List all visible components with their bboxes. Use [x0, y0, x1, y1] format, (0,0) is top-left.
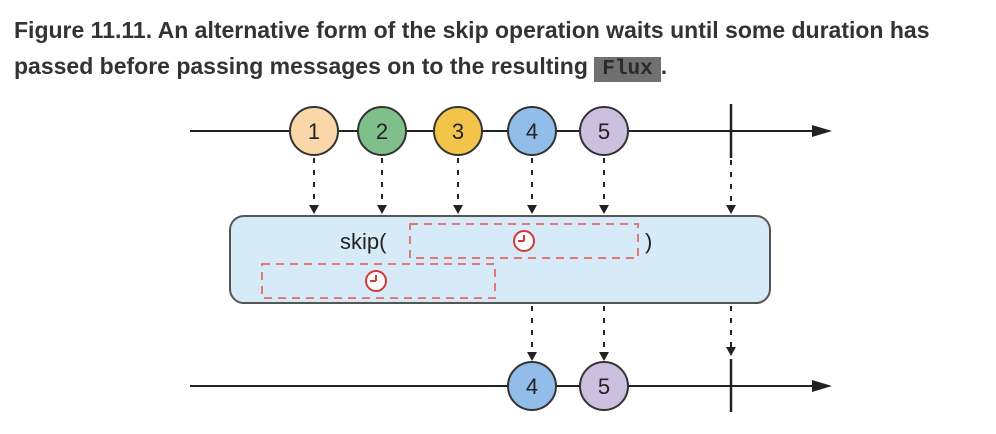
arrow-head	[309, 205, 319, 214]
input-marble: 2	[357, 106, 407, 156]
input-marble-label: 3	[452, 119, 464, 144]
operator-to-output-arrows	[527, 306, 736, 361]
output-timeline	[190, 359, 832, 412]
arrow-head	[599, 352, 609, 361]
duration-box-lower	[261, 263, 496, 299]
input-marble-label: 5	[598, 119, 610, 144]
output-marble: 5	[579, 361, 629, 411]
arrow-head	[726, 205, 736, 214]
output-marble: 4	[507, 361, 557, 411]
clock-icon	[513, 230, 535, 252]
arrow-head	[377, 205, 387, 214]
clock-icon	[365, 270, 387, 292]
input-marble: 4	[507, 106, 557, 156]
figure-caption: Figure 11.11. An alternative form of the…	[14, 12, 984, 88]
arrow-head	[527, 352, 537, 361]
operator-prefix: skip(	[340, 229, 387, 254]
output-marble-label: 4	[526, 374, 538, 399]
skip-operator: skip( )	[229, 215, 771, 304]
input-marbles: 1 2 3 4 5	[289, 106, 629, 156]
input-marble: 1	[289, 106, 339, 156]
input-marble-label: 4	[526, 119, 538, 144]
arrow-head	[527, 205, 537, 214]
arrow-head	[726, 347, 736, 356]
caption-period: .	[660, 53, 668, 79]
output-marble-label: 5	[598, 374, 610, 399]
duration-box-upper	[409, 223, 639, 259]
input-marble-label: 2	[376, 119, 388, 144]
arrow-head	[599, 205, 609, 214]
input-marble: 5	[579, 106, 629, 156]
arrow-head	[453, 205, 463, 214]
input-marble: 3	[433, 106, 483, 156]
input-to-operator-arrows	[309, 158, 736, 214]
caption-text: Figure 11.11. An alternative form of the…	[14, 17, 930, 79]
input-marble-label: 1	[308, 119, 320, 144]
caption-code: Flux	[594, 57, 661, 82]
operator-box	[229, 215, 771, 304]
operator-suffix: )	[645, 229, 652, 254]
